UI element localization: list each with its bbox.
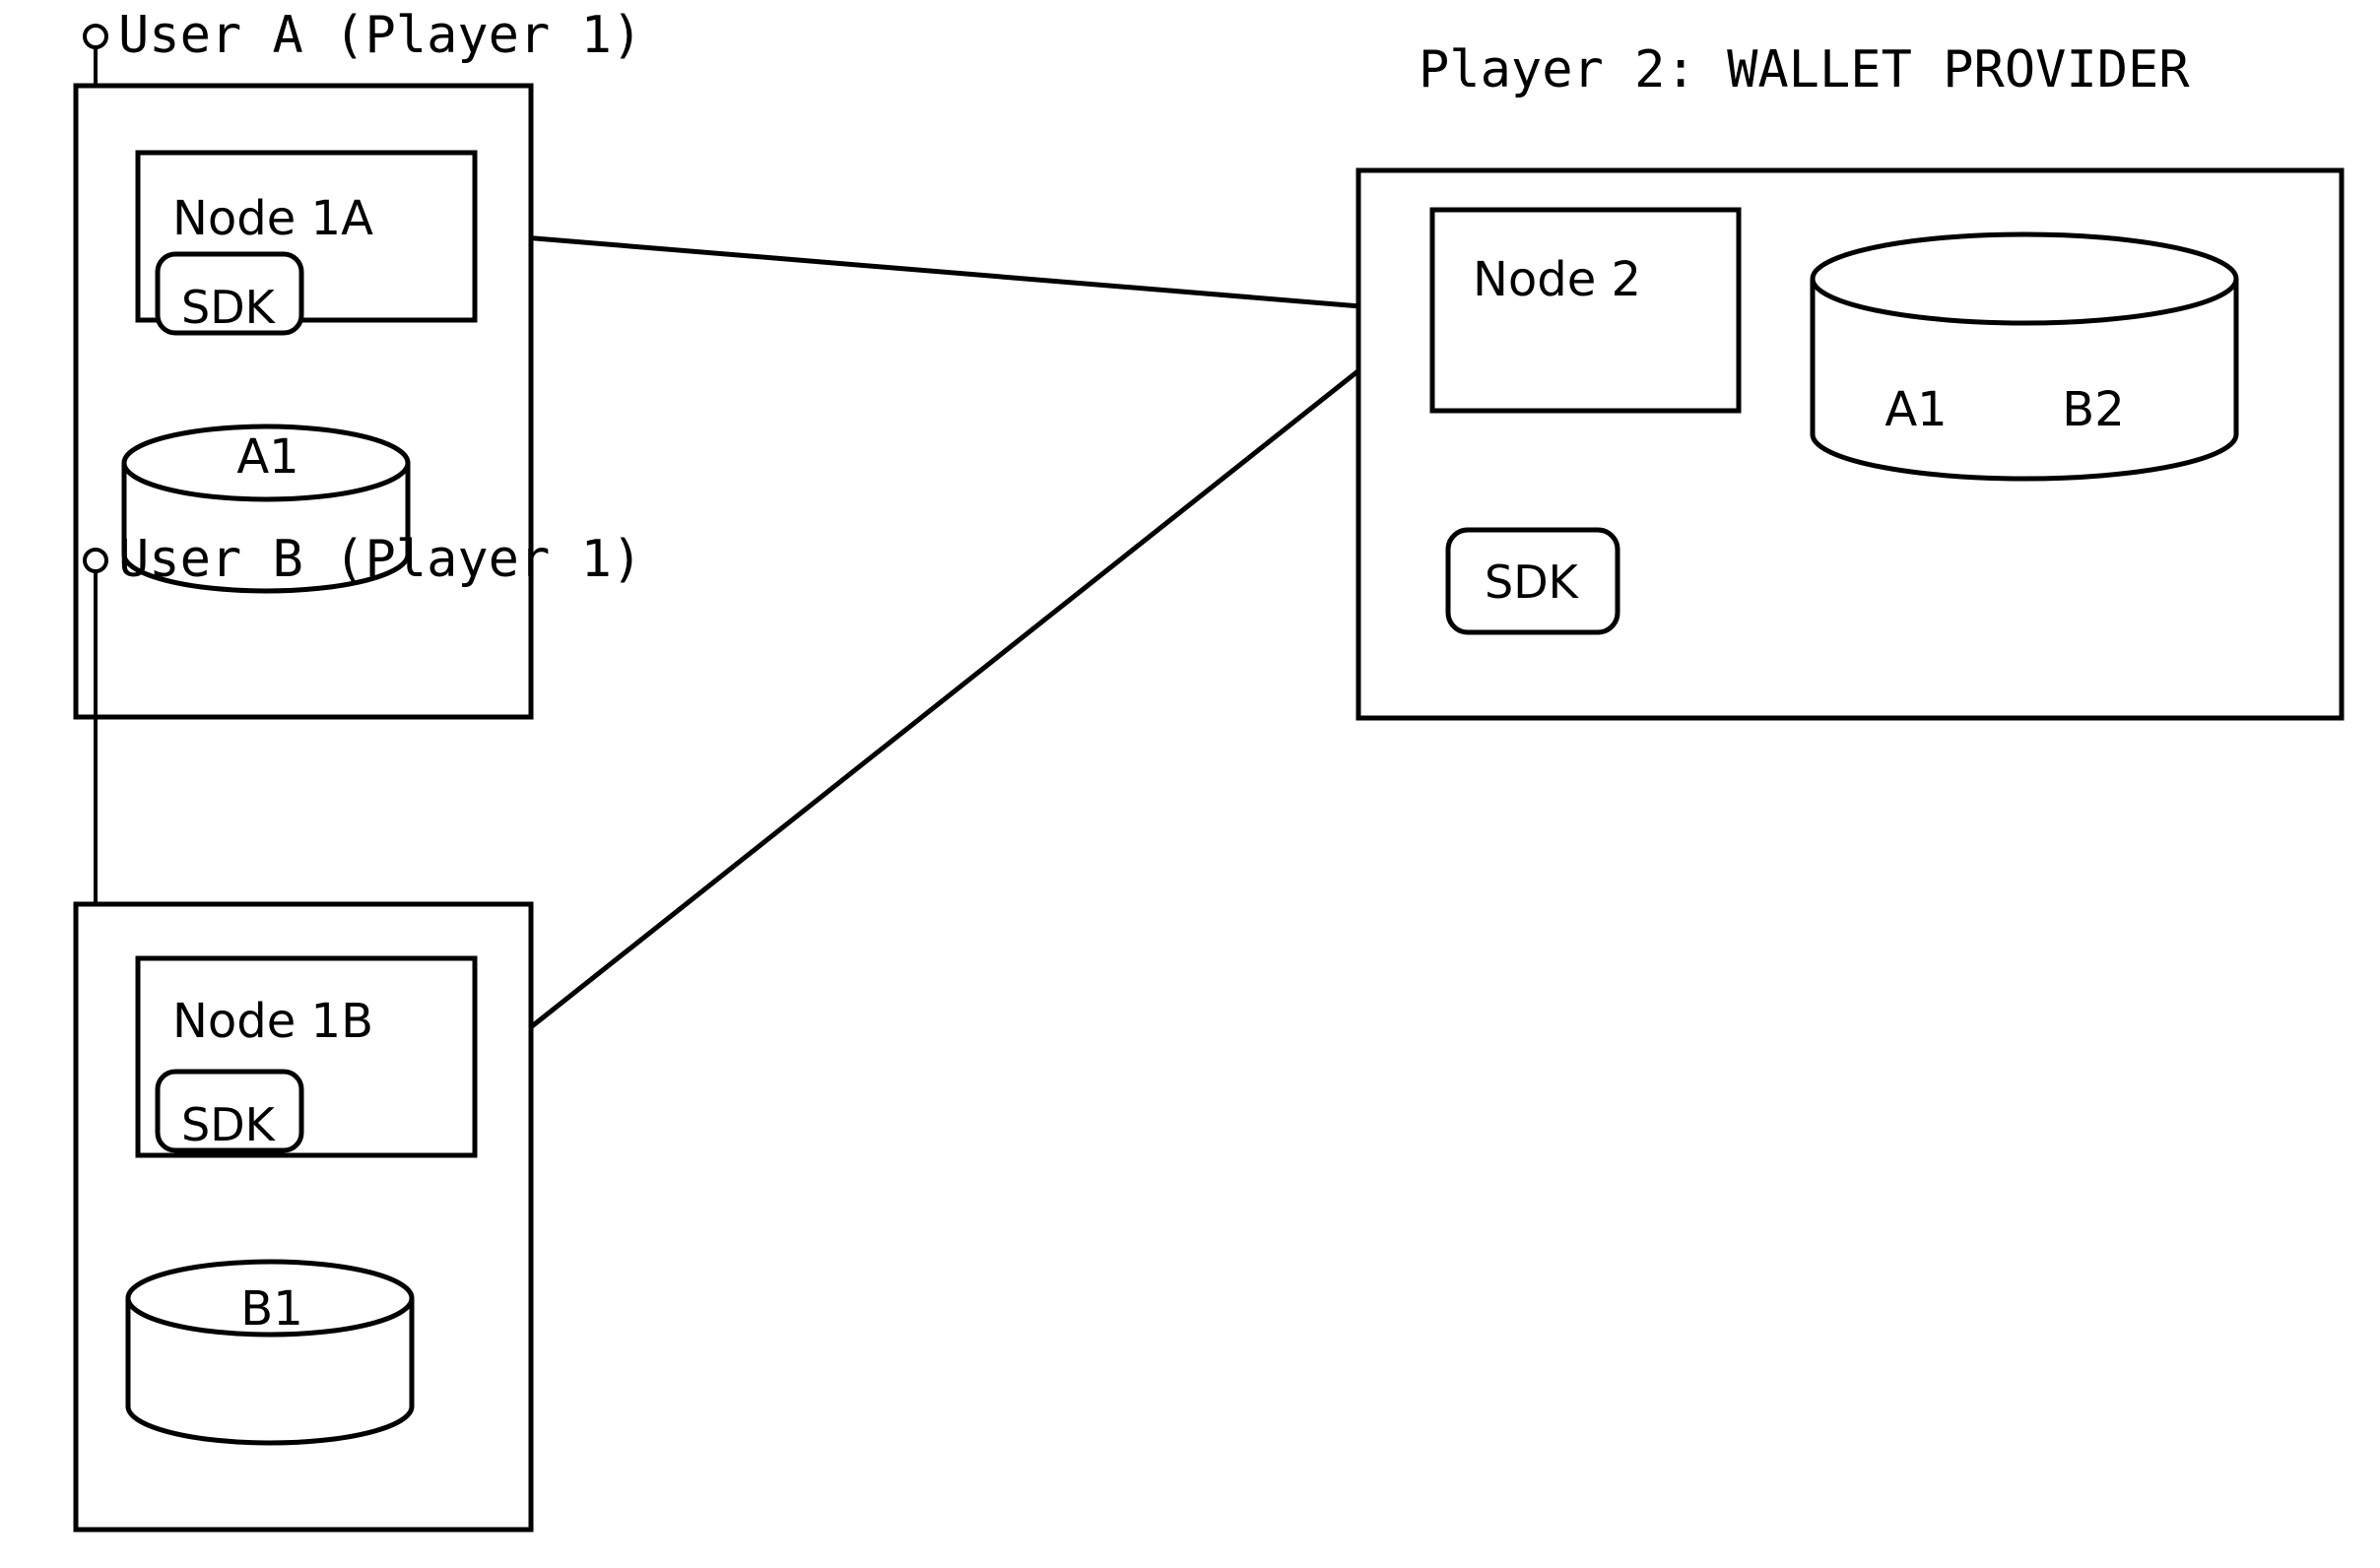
player-2-title: Player 2: WALLET PROVIDER [1419, 40, 2190, 99]
database-b1-user-b[interactable] [125, 1259, 415, 1446]
sdk-component-player-2[interactable] [1445, 527, 1620, 635]
lollipop-actor-icon [83, 24, 108, 86]
node-1b-label: Node 1B [172, 994, 373, 1049]
database-player-2[interactable] [1810, 231, 2239, 482]
sdk-component-user-b[interactable] [155, 1069, 304, 1153]
sdk-label-user-a: SDK [181, 281, 277, 334]
database-a1-label: A1 [236, 429, 298, 485]
node-2-box[interactable] [1429, 207, 1742, 414]
sdk-label-user-b: SDK [181, 1098, 277, 1151]
lollipop-actor-icon [83, 548, 108, 904]
node-2-label: Node 2 [1473, 252, 1641, 307]
user-a-title: User A (Player 1) [118, 6, 642, 65]
database-a1-user-a[interactable] [121, 424, 411, 594]
sdk-component-user-a[interactable] [155, 251, 304, 336]
database-b1-label: B1 [240, 1281, 302, 1337]
sdk-label-player-2: SDK [1485, 555, 1580, 609]
node-1a-label: Node 1A [172, 191, 373, 246]
connector-node1a-to-node2 [474, 230, 1433, 315]
database-player-2-label-b2: B2 [2062, 382, 2124, 437]
user-b-title: User B (Player 1) [118, 530, 642, 589]
database-player-2-label-a1: A1 [1884, 382, 1947, 437]
connector-node1b-to-node2 [473, 310, 1434, 1074]
